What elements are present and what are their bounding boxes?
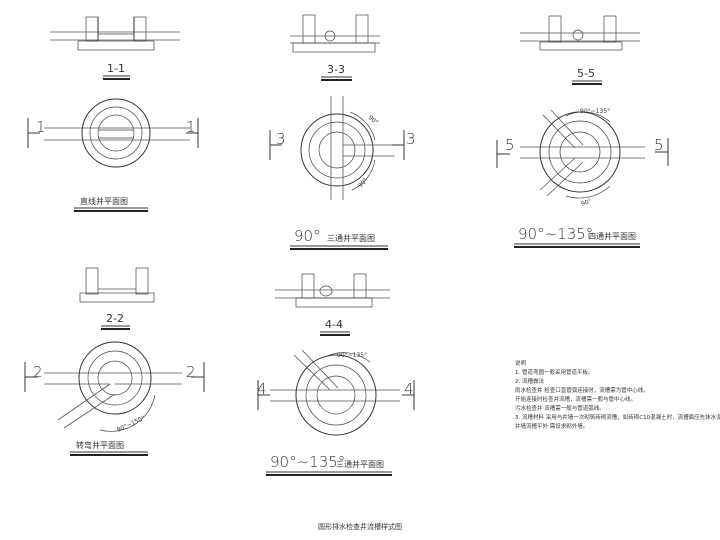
marker-4-right: 4 [404,380,414,398]
section-2-2 [79,267,155,303]
caption-tee-90-135-group: 90°~135° 三通井平面图 [266,453,392,476]
angle-90-135-top: 90°~135° [580,108,610,115]
marker-2-right: 2 [186,363,196,381]
caption-tee-90-group: 90° 三通井平面图 [290,227,388,250]
notes-block: 说明 1. 管道弯圆一般采用管道平板。 2. 流槽做法 雨水检查井 检查口直管弧… [515,360,720,432]
marker-5-right: 5 [654,136,664,154]
section-label-4-4: 4-4 [325,318,343,331]
plan-tee-90-manhole [269,96,405,200]
notes-item: 雨水检查井 检查口直管弧连接时，流槽需为管中心线。 [515,388,649,394]
section-label-4-4-group: 4-4 [320,318,350,336]
notes-item: 井墙流槽平外 需设求砌外墙。 [515,424,589,430]
notes-heading: 说明 [515,361,527,367]
marker-3-right: 3 [406,130,416,148]
caption-cross-group: 90°~135° 四通井平面图 [514,225,640,248]
notes-item: 污水检查井 流槽需一般与管道弧线。 [515,406,605,412]
angle-90-top: 90° [367,114,380,126]
marker-4-left: 4 [257,380,267,398]
marker-1-right: 1 [186,118,196,136]
caption-cross-angle: 90°~135° [518,225,593,243]
plan-tee-90-135-manhole [257,349,415,436]
angle-90-135-tee: 90°~135° [337,352,367,359]
caption-tee-90-angle: 90° [294,227,321,245]
notes-item: 2. 流槽做法 [515,379,544,385]
section-1-1 [50,16,180,51]
caption-tee-90: 三通井平面图 [327,233,375,243]
marker-2-left: 2 [33,363,43,381]
drawing-title: 圆形排水检查井流槽样式图 [318,523,402,531]
notes-item: 1. 管道弯圆一般采用管道平板。 [515,370,594,376]
caption-bend: 转弯井平面图 [76,440,124,450]
plan-cross-manhole [496,109,669,199]
plan-bend-manhole [24,341,205,432]
section-4-4 [275,273,390,308]
marker-5-left: 5 [505,136,515,154]
section-label-2-2: 2-2 [106,312,124,325]
section-label-5-5-group: 5-5 [572,67,602,85]
plan-straight-manhole [27,98,199,168]
section-label-5-5: 5-5 [577,67,595,80]
caption-bend-group: 转弯井平面图 [70,440,148,456]
section-label-1-1: 1-1 [107,62,125,75]
notes-item: 开始连接时检查井流槽，流槽需一般与管中心线。 [515,397,637,403]
section-label-2-2-group: 2-2 [101,312,130,330]
section-label-3-3-group: 3-3 [321,63,352,81]
caption-tee-90-135: 三通井平面图 [336,459,384,469]
caption-tee-90-135-angle: 90°~135° [270,453,345,471]
angle-90-150: 90°~150° [116,415,146,434]
marker-3-left: 3 [276,130,286,148]
angle-90-bottom-cross: 90° [580,198,592,208]
caption-straight-group: 直线井平面图 [74,196,148,212]
notes-item: 3. 流槽材料 采用与井墙一次砌筑砖砌流槽，如砖砌C10混凝土时，流槽面应先抹水… [515,415,720,421]
section-label-3-3: 3-3 [327,63,345,76]
caption-cross: 四通井平面图 [588,231,636,241]
section-3-3 [290,14,380,53]
marker-1-left: 1 [36,118,46,136]
caption-straight: 直线井平面图 [80,196,128,206]
section-label-1-1-group: 1-1 [103,62,130,80]
section-5-5 [520,15,640,51]
